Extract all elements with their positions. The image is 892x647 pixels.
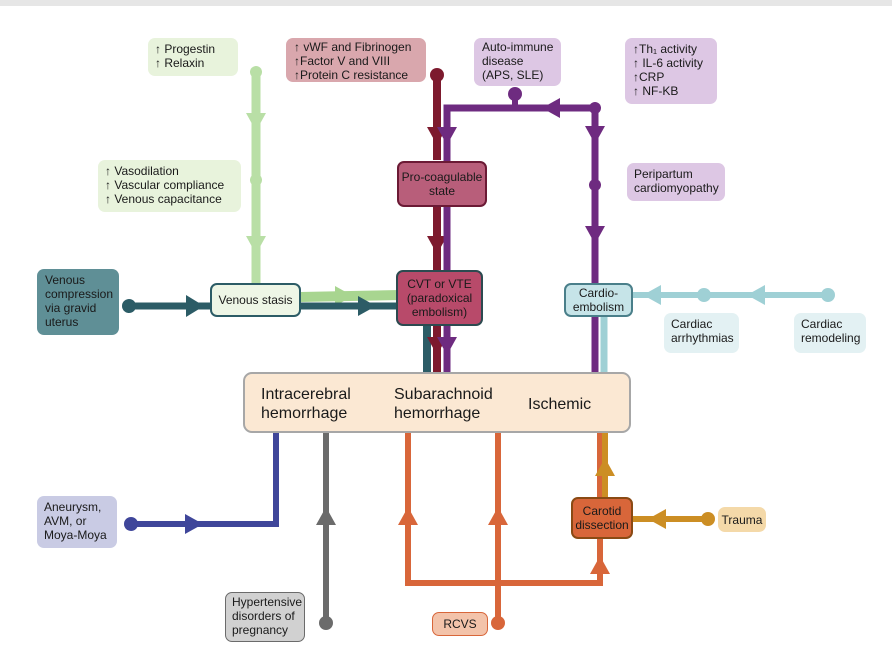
cvt-node: CVT or VTE (paradoxical embolism) bbox=[396, 270, 483, 326]
autoimmune-node: Auto-immune disease (APS, SLE) bbox=[474, 38, 561, 86]
node-line: Hypertensive bbox=[232, 595, 303, 609]
venous-stasis-node: Venous stasis bbox=[210, 283, 301, 317]
node-line: state bbox=[428, 184, 455, 198]
node-line: Peripartum bbox=[634, 167, 693, 181]
node-line: Venous stasis bbox=[218, 293, 293, 307]
outcome-line: hemorrhage bbox=[394, 405, 481, 422]
outcome-line: Subarachnoid bbox=[394, 386, 493, 403]
node-line: remodeling bbox=[801, 331, 861, 345]
node-line: Venous bbox=[45, 273, 86, 287]
node-line: ↑ Progestin bbox=[155, 42, 216, 56]
hypertensive-connector bbox=[316, 433, 336, 630]
node-line: Aneurysm, bbox=[44, 500, 102, 514]
ich-label: Intracerebral hemorrhage bbox=[261, 385, 351, 423]
node-line: RCVS bbox=[443, 617, 477, 631]
node-line: embolism bbox=[572, 300, 625, 314]
node-line: Cardiac bbox=[801, 317, 843, 331]
node-line: Pro-coagulable bbox=[401, 170, 483, 184]
arrhythmias-node: Cardiac arrhythmias bbox=[664, 313, 739, 353]
cardioembolism-node: Cardio- embolism bbox=[564, 283, 633, 317]
node-line: Carotid bbox=[582, 504, 622, 518]
node-line: (paradoxical bbox=[406, 291, 473, 305]
node-line: ↑Th₁ activity bbox=[633, 42, 698, 56]
node-line: dissection bbox=[575, 518, 629, 532]
node-line: ↑ vWF and Fibrinogen bbox=[294, 40, 412, 54]
node-line: pregnancy bbox=[232, 623, 289, 637]
node-line: compression bbox=[45, 287, 114, 301]
node-line: ↑ Vasodilation bbox=[105, 164, 179, 178]
rcvs-node: RCVS bbox=[432, 612, 488, 636]
hypertensive-node: Hypertensive disorders of pregnancy bbox=[225, 592, 305, 642]
node-line: ↑CRP bbox=[633, 70, 665, 84]
node-line: AVM, or bbox=[44, 514, 87, 528]
vasodilation-node: ↑ Vasodilation ↑ Vascular compliance ↑ V… bbox=[98, 160, 241, 212]
compression-connector bbox=[122, 295, 431, 372]
node-line: CVT or VTE bbox=[407, 277, 472, 291]
procoag-node: Pro-coagulable state bbox=[397, 161, 487, 207]
stasis-connector bbox=[299, 286, 401, 306]
ischemic-label: Ischemic bbox=[528, 395, 591, 414]
node-line: disease bbox=[482, 54, 524, 68]
node-line: Cardio- bbox=[578, 286, 619, 300]
outcome-line: hemorrhage bbox=[261, 405, 348, 422]
vwf-node: ↑ vWF and Fibrinogen ↑Factor V and VIII … bbox=[286, 38, 426, 82]
node-line: embolism) bbox=[411, 305, 468, 319]
node-line: ↑ Venous capacitance bbox=[105, 192, 222, 206]
node-line: disorders of bbox=[232, 609, 295, 623]
aneurysm-node: Aneurysm, AVM, or Moya-Moya bbox=[37, 496, 117, 548]
node-line: ↑ Relaxin bbox=[155, 56, 205, 70]
node-line: ↑Factor V and VIII bbox=[294, 54, 391, 68]
node-line: via gravid bbox=[45, 301, 97, 315]
node-line: ↑ NF-KB bbox=[633, 84, 679, 98]
stroke-outcomes-box: Intracerebral hemorrhage Subarachnoid he… bbox=[243, 372, 631, 433]
carotid-node: Carotid dissection bbox=[571, 497, 633, 539]
aneurysm-connector bbox=[124, 433, 279, 534]
progestin-node: ↑ Progestin ↑ Relaxin bbox=[148, 38, 238, 76]
node-line: uterus bbox=[45, 315, 79, 329]
node-line: ↑ Vascular compliance bbox=[105, 178, 225, 192]
venous-compression-node: Venous compression via gravid uterus bbox=[37, 269, 119, 335]
node-line: Auto-immune bbox=[482, 40, 554, 54]
node-line: ↑Protein C resistance bbox=[294, 68, 409, 82]
remodeling-node: Cardiac remodeling bbox=[794, 313, 866, 353]
node-line: (APS, SLE) bbox=[482, 68, 544, 82]
node-line: Trauma bbox=[721, 512, 763, 527]
node-line: cardiomyopathy bbox=[634, 181, 719, 195]
node-line: Cardiac bbox=[671, 317, 713, 331]
sah-label: Subarachnoid hemorrhage bbox=[394, 385, 493, 423]
trauma-node: Trauma bbox=[718, 507, 766, 532]
outcome-line: Intracerebral bbox=[261, 386, 351, 403]
trauma-connector bbox=[595, 433, 715, 529]
cardiac-connector bbox=[600, 285, 835, 372]
outcome-line: Ischemic bbox=[528, 396, 592, 413]
node-line: ↑ IL-6 activity bbox=[633, 56, 704, 70]
top-bar bbox=[0, 0, 892, 6]
peripartum-node: Peripartum cardiomyopathy bbox=[627, 163, 725, 201]
node-line: arrhythmias bbox=[671, 331, 734, 345]
inflammation-node: ↑Th₁ activity ↑ IL-6 activity ↑CRP ↑ NF-… bbox=[625, 38, 717, 104]
autoimmune-connector bbox=[437, 87, 605, 372]
progestin-connector bbox=[246, 66, 266, 283]
node-line: Moya-Moya bbox=[44, 528, 107, 542]
